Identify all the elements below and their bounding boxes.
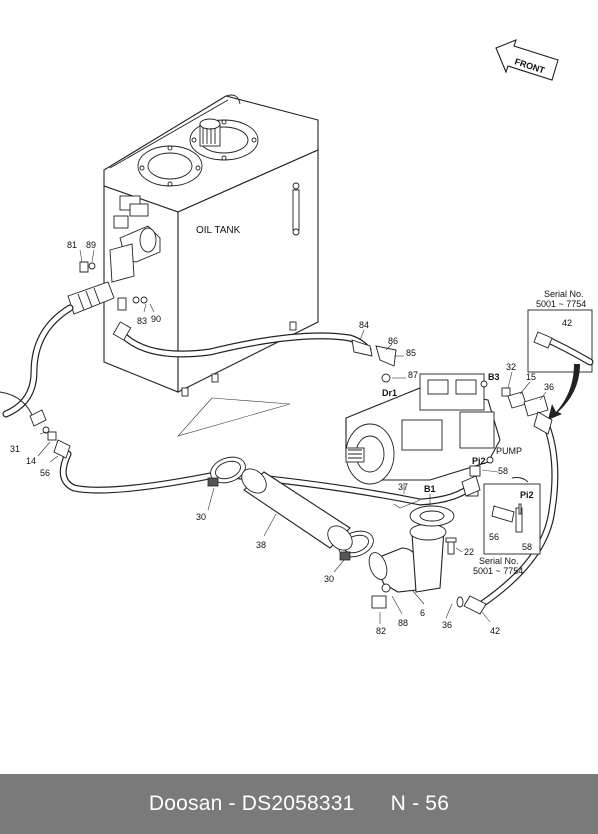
return-fitting xyxy=(67,261,148,315)
callout-42-bottom: 42 xyxy=(490,626,500,636)
serial-bottom-line2: 5001 ~ 7754 xyxy=(473,566,523,576)
port-label-pi2-detail: Pi2 xyxy=(520,490,534,500)
port-label-b3: B3 xyxy=(488,372,500,382)
callout-42-top: 42 xyxy=(562,318,572,328)
callout-81: 81 xyxy=(67,240,77,250)
callout-14: 14 xyxy=(26,456,36,466)
port-label-dr1: Dr1 xyxy=(382,388,397,398)
footer-bar: Doosan - DS2058331 N - 56 xyxy=(0,774,598,834)
fittings-left xyxy=(29,409,57,441)
callout-86: 86 xyxy=(388,336,398,346)
callout-22: 22 xyxy=(464,547,474,557)
footer-text: Doosan - DS2058331 N - 56 xyxy=(148,792,450,815)
port-label-pi2: Pi2 xyxy=(472,456,486,466)
serial-bottom-line1: Serial No. xyxy=(479,556,519,566)
serial-top-line2: 5001 ~ 7754 xyxy=(536,299,586,309)
serial-top-line1: Serial No. xyxy=(544,289,584,299)
hose-84 xyxy=(112,321,397,383)
callout-56-detail: 56 xyxy=(489,532,499,542)
callout-89: 89 xyxy=(86,240,96,250)
callout-31: 31 xyxy=(10,444,20,454)
callout-58-detail: 58 xyxy=(522,542,532,552)
elbow-6 xyxy=(368,505,457,609)
callout-6: 6 xyxy=(420,608,425,618)
callout-36-bottom: 36 xyxy=(442,620,452,630)
callout-36-top: 36 xyxy=(544,382,554,392)
callout-37: 37 xyxy=(398,482,408,492)
callout-56: 56 xyxy=(40,468,50,478)
callout-90: 90 xyxy=(151,314,161,324)
callout-84: 84 xyxy=(359,320,369,330)
callout-82: 82 xyxy=(376,626,386,636)
callout-30-upper: 30 xyxy=(196,512,206,522)
callout-85: 85 xyxy=(406,348,416,358)
parts-diagram: FRONT xyxy=(0,39,594,636)
front-arrow: FRONT xyxy=(495,39,559,81)
callout-87: 87 xyxy=(408,370,418,380)
callout-88: 88 xyxy=(398,618,408,628)
callout-83: 83 xyxy=(137,316,147,326)
oil-tank-label: OIL TANK xyxy=(196,225,241,236)
suction-hose-38 xyxy=(241,468,353,551)
callout-38: 38 xyxy=(256,540,266,550)
port-label-b1: B1 xyxy=(424,484,436,494)
clamp-upper xyxy=(207,456,246,487)
oil-tank: OIL TANK xyxy=(103,94,319,397)
callout-30-lower: 30 xyxy=(324,574,334,584)
hose-42 xyxy=(456,411,559,615)
callout-58: 58 xyxy=(498,466,508,476)
pump-label: PUMP xyxy=(496,446,522,456)
leader-lines xyxy=(37,249,547,624)
callout-32: 32 xyxy=(506,362,516,372)
serial-box-top: Serial No. 5001 ~ 7754 xyxy=(527,289,594,420)
serial-box-bottom: Serial No. 5001 ~ 7754 xyxy=(473,477,541,576)
callout-15: 15 xyxy=(526,372,536,382)
pump: PUMP xyxy=(345,373,522,485)
